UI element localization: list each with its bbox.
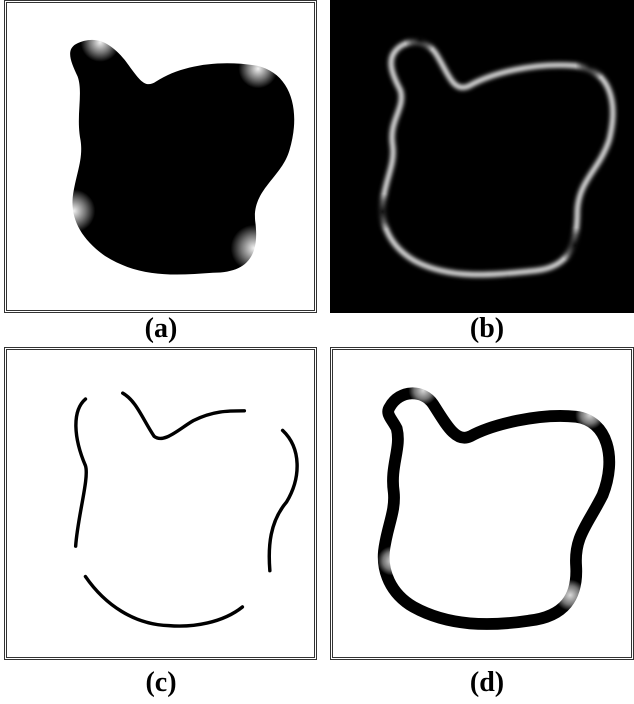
contour-segment-top [123, 393, 245, 438]
panel-c [4, 347, 317, 660]
contour-segment-right [269, 430, 297, 570]
caption-d: (d) [427, 668, 547, 698]
panel-a [4, 0, 317, 313]
panel-c-image [7, 350, 314, 657]
caption-a: (a) [101, 314, 221, 344]
panel-b [330, 0, 634, 313]
panel-b-image [331, 1, 633, 312]
caption-c: (c) [101, 668, 221, 698]
caption-b: (b) [427, 314, 547, 344]
panel-d-image [333, 350, 631, 657]
panel-d [330, 347, 634, 660]
contour-segment-bottom [85, 577, 242, 626]
contour-segment-top-left [76, 399, 87, 546]
panel-a-image [7, 3, 314, 310]
